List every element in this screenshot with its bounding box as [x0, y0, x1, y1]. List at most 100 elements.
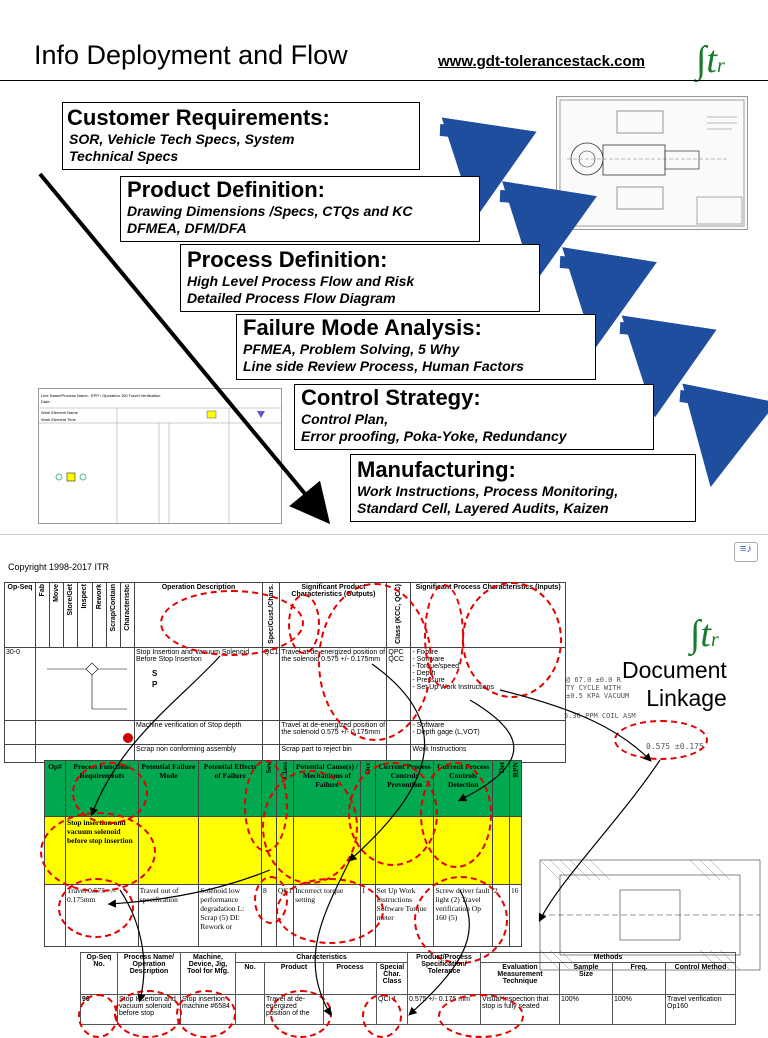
col-op: Op# — [44, 760, 66, 817]
drawing-note: ±0.5 KPA VACUUM — [566, 692, 630, 700]
col-machine: Machine, Device, Jig, Tool for Mfg. — [180, 952, 236, 995]
highlight-ellipse — [462, 582, 562, 698]
col-process-name: Process Name/ Operation Description — [117, 952, 181, 995]
logo-sub: r — [710, 629, 719, 651]
flow-arrow — [38, 172, 331, 525]
cell-seq — [4, 719, 36, 745]
sheet-line-name: Line Name/Process Name: — [41, 393, 89, 398]
step-line: Detailed Process Flow Diagram — [187, 290, 396, 306]
col-inspect: Inspect — [77, 582, 93, 648]
col-rpn: RPN — [509, 760, 522, 817]
highlight-ellipse — [254, 876, 288, 924]
highlight-ellipse — [78, 994, 118, 1038]
sheet-col2: Work Element Time — [41, 417, 76, 422]
col-op-seq: Op-Seq No. — [80, 952, 118, 995]
group-characteristics: Characteristics — [235, 952, 408, 963]
cell-size: 100% — [559, 994, 613, 1025]
col-det: Det — [492, 760, 510, 817]
sample-label: Sample — [573, 964, 599, 971]
flow-symbols — [47, 662, 127, 710]
col-move: Move — [49, 582, 65, 648]
drawing-note: TY CYCLE WITH — [566, 684, 621, 692]
sheet-grid — [39, 407, 281, 523]
input-item: - Set Up Work Instructions — [412, 683, 494, 691]
cell-inputs: - Software - Depth gage (L,VOT) — [410, 719, 566, 745]
highlight-ellipse — [114, 990, 182, 1038]
drawing-sketch — [559, 99, 745, 227]
sheet-date: Date: — [41, 399, 51, 404]
cell-failure-mode: Travel out of specification — [137, 884, 200, 947]
step-line: Technical Specs — [69, 148, 179, 164]
cell-seq: 30-0 — [4, 646, 36, 721]
step-line: Standard Cell, Layered Audits, Kaizen — [357, 500, 609, 516]
step-heading: Control Strategy: — [301, 385, 481, 410]
col-no: No. — [235, 962, 265, 995]
highlight-ellipse — [58, 878, 134, 938]
input-item: - Software — [412, 721, 445, 729]
cell-spec: QC1 — [261, 646, 281, 721]
step-line: Error proofing, Poka-Yoke, Redundancy — [301, 428, 567, 444]
page-title: Info Deployment and Flow — [34, 40, 348, 70]
step-heading: Manufacturing: — [357, 457, 516, 482]
step-line: Drawing Dimensions /Specs, CTQs and KC — [127, 203, 413, 219]
col-process: Process — [323, 962, 377, 995]
logo-mark: ∫t — [690, 613, 711, 655]
itr-logo: ∫tr — [696, 38, 725, 82]
col-characteristic: Characteristic — [119, 582, 136, 648]
highlight-ellipse — [438, 994, 524, 1038]
cell-effects: Solenoid low performance degradation L: … — [198, 884, 262, 947]
col-eval: Evaluation Measurement Technique — [480, 962, 560, 995]
flow-letters: S P — [152, 668, 157, 690]
highlight-ellipse — [318, 583, 432, 741]
col-fab: Fab — [34, 582, 51, 648]
drawing-note: 5.36 PPM COIL ASM — [564, 712, 636, 720]
col-scrap: Scrap/Contain — [105, 582, 121, 648]
step-line: Work Instructions, Process Monitoring, — [357, 483, 619, 499]
cell-freq: 100% — [612, 994, 666, 1025]
col-store: Store/Get — [63, 582, 79, 648]
highlight-ellipse — [362, 994, 402, 1038]
highlight-ellipse — [288, 594, 320, 654]
step-line: PFMEA, Problem Solving, 5 Why — [243, 341, 460, 357]
step-product-definition: Product Definition: Drawing Dimensions /… — [120, 176, 480, 242]
doclink-line1: Document — [622, 657, 727, 683]
cell-rpn — [509, 816, 522, 885]
sheet-col1: Work Element Name — [41, 410, 78, 415]
highlight-ellipse — [276, 878, 384, 944]
step-line: Line side Review Process, Human Factors — [243, 358, 524, 374]
speaker-notes-icon[interactable]: ≡♪ — [734, 542, 758, 562]
cell-det — [492, 816, 510, 885]
sheet-title: EPP / Operation 100 Travel Verification — [91, 393, 161, 398]
size-label: Size — [578, 971, 593, 978]
group-methods: Methods — [480, 952, 736, 963]
step-process-definition: Process Definition: High Level Process F… — [180, 244, 540, 312]
slide-divider — [0, 534, 768, 535]
highlight-ellipse — [420, 762, 492, 868]
cell-flow-symbols — [35, 719, 135, 745]
doclink-line2: Linkage — [646, 685, 727, 711]
flow-letter: P — [152, 680, 158, 689]
col-spec: Product/Process Specification/ Tolerance — [407, 952, 481, 995]
cell-spec — [261, 719, 281, 745]
input-item: - Depth gage (L,VOT) — [412, 728, 480, 736]
step-heading: Failure Mode Analysis: — [243, 315, 482, 340]
step-line: Control Plan, — [301, 411, 389, 427]
col-freq: Freq. — [612, 962, 666, 995]
drawing-note: @ 67.0 ±0.0 R — [566, 676, 621, 684]
col-rework: Rework — [91, 582, 107, 648]
logo-sub: r — [716, 55, 725, 77]
step-heading: Customer Requirements: — [67, 105, 330, 130]
step-failure-mode-analysis: Failure Mode Analysis: PFMEA, Problem So… — [236, 314, 596, 380]
cell-rpn: 16 — [509, 884, 522, 947]
highlight-ellipse — [414, 876, 508, 964]
highlight-ellipse — [176, 990, 236, 1038]
step-line: SOR, Vehicle Tech Specs, System — [69, 131, 295, 147]
cell-flow-symbols — [35, 646, 135, 721]
step-heading: Process Definition: — [187, 247, 388, 272]
step-customer-requirements: Customer Requirements: SOR, Vehicle Tech… — [62, 102, 420, 170]
col-control-method: Control Method — [665, 962, 736, 995]
col-op-seq: Op-Seq — [4, 582, 36, 648]
cell-control-method: Travel verification Op160 — [665, 994, 736, 1025]
website-link[interactable]: www.gdt-tolerancestack.com — [438, 53, 645, 70]
cell-no — [235, 994, 265, 1025]
